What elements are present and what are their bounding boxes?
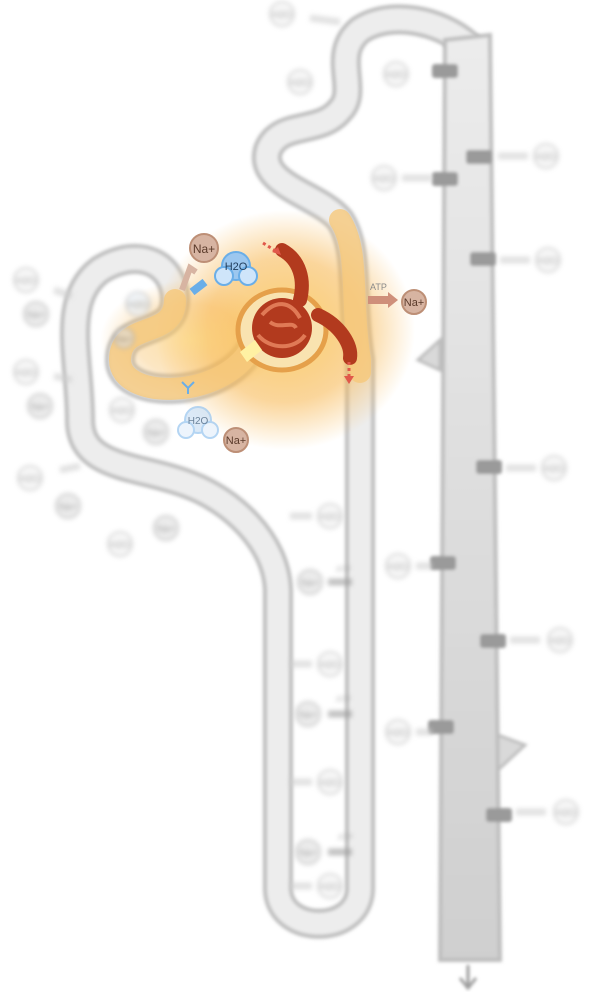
water-molecule: H2O <box>317 769 343 795</box>
water-label: H2O <box>128 300 149 311</box>
water-molecule: H2O <box>317 651 343 677</box>
sodium-label: Na+ <box>31 402 50 413</box>
water-label: H2O <box>16 368 37 379</box>
water-molecule: H2O <box>383 61 409 87</box>
water-label: H2O <box>188 416 209 427</box>
sodium-bubble: Na+ <box>297 569 323 595</box>
water-molecule-mid: H2O <box>177 406 219 439</box>
water-label: H2O <box>20 474 41 485</box>
sodium-bubble: Na+ <box>153 515 179 541</box>
water-label: H2O <box>386 70 407 81</box>
water-label: H2O <box>320 882 341 893</box>
water-label: H2O <box>320 660 341 671</box>
renal-tubule <box>60 4 483 939</box>
water-label: H2O <box>320 778 341 789</box>
water-label: H2O <box>374 174 395 185</box>
water-molecule: H2O <box>533 143 559 169</box>
water-molecule: H2O <box>13 359 39 385</box>
water-molecule: H2O <box>317 503 343 529</box>
atp-label: ATP <box>336 565 351 574</box>
water-molecule: H2O <box>107 531 133 557</box>
water-label: H2O <box>110 540 131 551</box>
water-label: H2O <box>388 728 409 739</box>
water-molecule: H2O <box>125 291 151 317</box>
sodium-bubble: Na+ <box>113 327 135 349</box>
water-arrow-top <box>189 278 208 296</box>
water-label: H2O <box>112 406 133 417</box>
sodium-bubble-mid: Na+ <box>223 427 249 453</box>
water-label: H2O <box>388 562 409 573</box>
atp-label: ATP <box>370 282 387 292</box>
efferent-arteriole <box>311 308 358 365</box>
water-molecule: H2O <box>385 719 411 745</box>
atp-label: ATP <box>338 833 353 842</box>
water-label: H2O <box>16 276 37 287</box>
collecting-duct <box>415 32 528 991</box>
sodium-label: Na+ <box>157 524 176 535</box>
sodium-label: Na+ <box>301 578 320 589</box>
water-molecule: H2O <box>553 799 579 825</box>
water-molecule: H2O <box>371 165 397 191</box>
water-molecule: H2O <box>287 69 313 95</box>
sodium-arrow-top <box>179 263 198 292</box>
sodium-bubble: Na+ <box>295 701 321 727</box>
sodium-bubble: Na+ <box>27 393 53 419</box>
sodium-label: Na+ <box>116 334 133 344</box>
water-molecule: H2O <box>269 1 295 27</box>
water-molecule: H2O <box>317 873 343 899</box>
water-molecule: H2O <box>385 553 411 579</box>
water-label: H2O <box>544 464 565 475</box>
water-label: H2O <box>225 261 248 273</box>
water-molecule: H2O <box>109 397 135 423</box>
water-label: H2O <box>320 512 341 523</box>
proximal-tubule-highlight <box>108 209 371 400</box>
water-label: H2O <box>536 152 557 163</box>
sodium-label: Na+ <box>226 435 247 447</box>
filtrate-arrow <box>240 340 262 362</box>
sodium-label: Na+ <box>147 428 166 439</box>
sodium-label: Na+ <box>59 502 78 513</box>
water-molecule: H2O <box>17 465 43 491</box>
sodium-label: Na+ <box>193 242 215 256</box>
afferent-arteriole <box>275 243 309 307</box>
sodium-label: Na+ <box>404 297 425 309</box>
water-label: H2O <box>538 256 559 267</box>
water-molecule: H2O <box>547 627 573 653</box>
sodium-bubble: Na+ <box>23 301 49 327</box>
sodium-label: Na+ <box>299 848 318 859</box>
water-label: H2O <box>290 78 311 89</box>
water-molecule-top: H2O <box>214 251 258 286</box>
atp-sodium-right: ATP Na+ <box>368 282 427 315</box>
water-molecule: H2O <box>541 455 567 481</box>
sodium-bubble: Na+ <box>295 839 321 865</box>
sodium-label: Na+ <box>299 710 318 721</box>
water-label: H2O <box>556 808 577 819</box>
water-label: H2O <box>550 636 571 647</box>
atp-label: ATP <box>336 695 351 704</box>
sodium-label: Na+ <box>27 310 46 321</box>
sodium-bubble: Na+ <box>55 493 81 519</box>
water-molecule: H2O <box>13 267 39 293</box>
water-molecule: H2O <box>535 247 561 273</box>
transporter-icon <box>181 381 195 394</box>
water-label: H2O <box>272 10 293 21</box>
glomerulus <box>235 241 358 384</box>
sodium-bubble: Na+ <box>143 419 169 445</box>
sodium-bubble-top: Na+ <box>189 233 219 263</box>
faded-molecules: H2O Na+ H2O Na+ H2O Na+ H2O Na+ H2O Na+ … <box>13 1 579 899</box>
